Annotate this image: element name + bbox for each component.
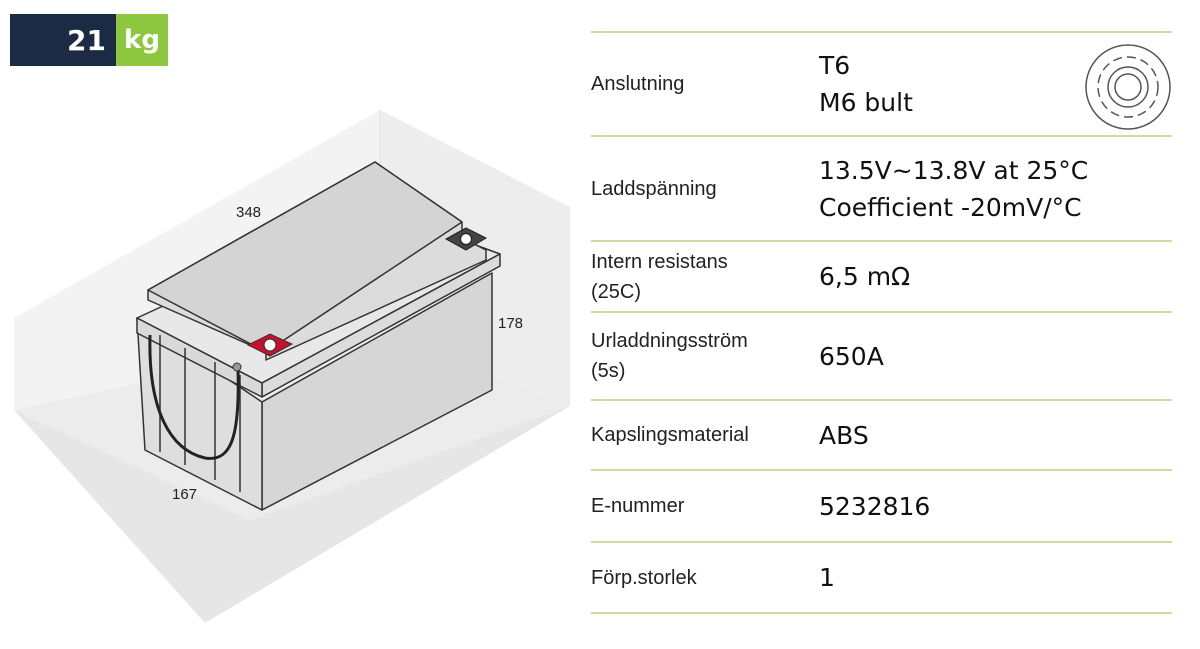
- spec-row-internal-resistance: Intern resistans (25C) 6,5 mΩ: [591, 242, 1172, 313]
- terminal-bolt-icon: [1085, 44, 1171, 130]
- box-front-floor: [14, 406, 570, 623]
- spec-label: Kapslingsmaterial: [591, 424, 749, 446]
- spec-table: Anslutning T6 M6 bult Laddspänning 13.5V…: [591, 31, 1172, 614]
- dimension-length: 348: [236, 204, 261, 221]
- negative-terminal: [444, 227, 488, 251]
- spec-label: Laddspänning: [591, 177, 717, 200]
- spec-value: 6,5 mΩ: [819, 262, 911, 291]
- spec-value: 1: [819, 563, 835, 592]
- spec-row-package-size: Förp.storlek 1: [591, 543, 1172, 614]
- spec-label: Urladdningsström (5s): [591, 330, 748, 382]
- spec-label: Förp.storlek: [591, 566, 697, 589]
- spec-row-discharge-current: Urladdningsström (5s) 650A: [591, 313, 1172, 401]
- battery-cable: [148, 334, 240, 460]
- spec-value: T6 M6 bult: [819, 51, 913, 117]
- dimension-height: 178: [498, 315, 523, 332]
- spec-label: Intern resistans (25C): [591, 250, 728, 303]
- positive-terminal: [246, 333, 294, 357]
- spec-row-casing-material: Kapslingsmaterial ABS: [591, 401, 1172, 471]
- spec-value: ABS: [819, 420, 869, 450]
- spec-label: E-nummer: [591, 495, 685, 517]
- weight-badge: 21 kg: [10, 14, 168, 66]
- spec-value: 13.5V~13.8V at 25°C Coefficient -20mV/°C: [819, 155, 1089, 222]
- spec-row-charge-voltage: Laddspänning 13.5V~13.8V at 25°C Coeffic…: [591, 137, 1172, 242]
- dimension-width: 167: [172, 486, 197, 503]
- battery-illustration: 348 178 167: [14, 110, 570, 623]
- spec-row-e-number: E-nummer 5232816: [591, 471, 1172, 543]
- spec-label: Anslutning: [591, 73, 685, 95]
- spec-value: 5232816: [819, 491, 931, 521]
- weight-unit: kg: [116, 14, 168, 66]
- spec-row-connection: Anslutning T6 M6 bult: [591, 33, 1172, 137]
- spec-value: 650A: [819, 341, 884, 371]
- weight-value: 21: [10, 14, 116, 66]
